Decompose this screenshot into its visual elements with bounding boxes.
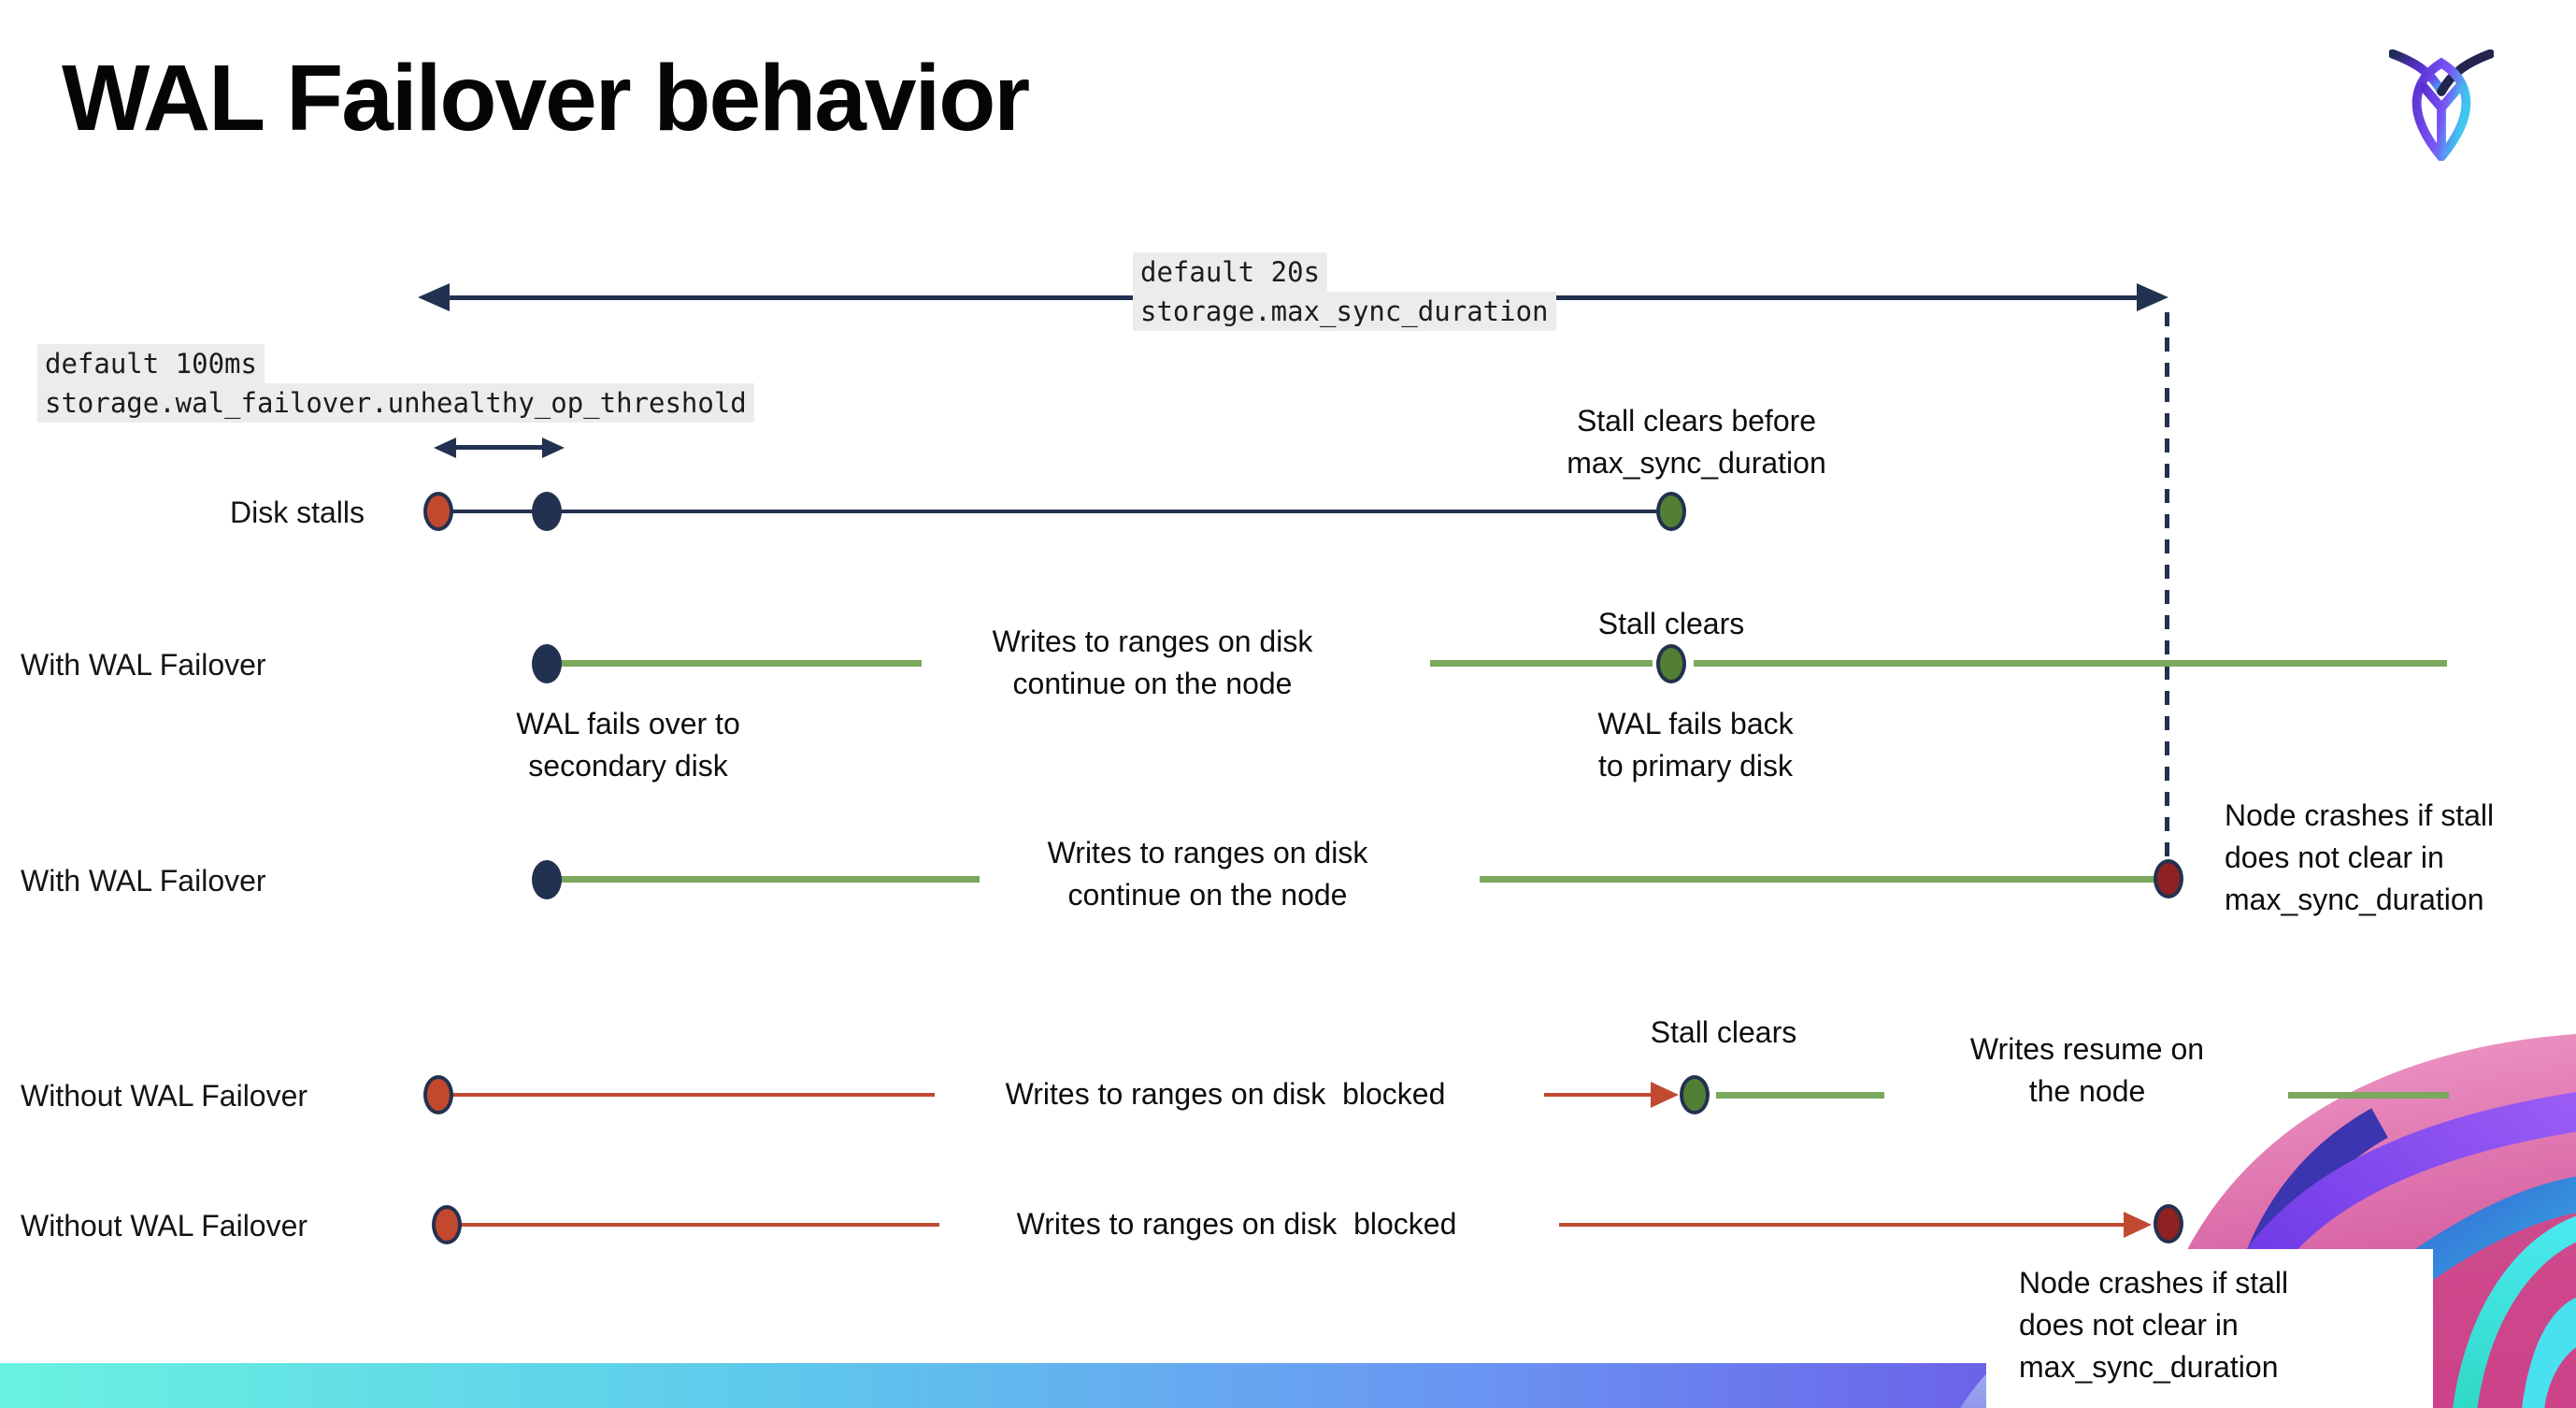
stall-clears-note-3: Stall clears [1650, 1015, 1797, 1049]
node-crash-note-1: Node crashes if stall does not clear in … [2225, 798, 2495, 916]
stall-start-dot [423, 492, 453, 531]
row-label-disk-stalls: Disk stalls [230, 496, 365, 529]
page-title: WAL Failover behavior [62, 46, 1030, 151]
stall-clears-dot [1656, 492, 1686, 531]
threshold-dot [532, 492, 562, 531]
stall-start-dot-2 [423, 1075, 453, 1114]
stall-clears-note-1: Stall clears [1597, 607, 1745, 640]
node-crash-dot-2 [2154, 1204, 2183, 1243]
small-arrowhead-right-icon [542, 438, 565, 458]
failover-note: WAL fails over to secondary disk [516, 707, 740, 783]
writes-continue-note-1: Writes to ranges on disk continue on the… [992, 625, 1313, 700]
writes-continue-note-2: Writes to ranges on disk continue on the… [1047, 836, 1368, 912]
threshold-span-line [449, 445, 550, 450]
threshold-default-chip: default 100ms [37, 344, 265, 383]
blocked-arrowhead-2-icon [2124, 1212, 2152, 1238]
stall-clears-dot-3 [1680, 1075, 1710, 1114]
writes-resume-line-a [1716, 1092, 1884, 1099]
stall-clears-before-note: Stall clears before max_sync_duration [1567, 404, 1826, 480]
max-sync-default-chip: default 20s [1133, 252, 1328, 292]
node-crash-dot-1 [2154, 859, 2183, 898]
blocked-arrow-line-1 [1544, 1093, 1654, 1097]
small-arrowhead-left-icon [434, 438, 456, 458]
writes-continue-line-1a [559, 660, 922, 667]
max-sync-setting-chip: storage.max_sync_duration [1133, 292, 1556, 331]
writes-resume-line-b [2288, 1092, 2449, 1099]
blocked-arrowhead-1-icon [1651, 1082, 1679, 1108]
writes-continue-line-1b [1430, 660, 1653, 667]
disk-stall-timeline [438, 510, 1671, 513]
row-label-without-wal-failover-2: Without WAL Failover [21, 1209, 308, 1243]
writes-blocked-note-1: Writes to ranges on disk blocked [1005, 1077, 1446, 1111]
writes-continue-line-1c [1694, 660, 2447, 667]
blocked-arrow-line-2 [1559, 1223, 2127, 1227]
writes-continue-line-2b [1480, 876, 2156, 883]
failover-dot-2 [532, 860, 562, 899]
writes-blocked-line-1 [451, 1093, 935, 1097]
stall-clears-dot-2 [1656, 644, 1686, 683]
deadline-dashed-connector [2165, 312, 2169, 866]
writes-blocked-line-2 [460, 1223, 939, 1227]
arrowhead-left-icon [418, 283, 450, 311]
stall-start-dot-3 [432, 1205, 462, 1244]
threshold-setting-chip: storage.wal_failover.unhealthy_op_thresh… [37, 383, 754, 423]
writes-resume-note: Writes resume on the node [1969, 1032, 2205, 1108]
node-crash-callout-box [1986, 1249, 2433, 1408]
writes-continue-line-2a [561, 876, 980, 883]
row-label-without-wal-failover-1: Without WAL Failover [21, 1079, 308, 1113]
failover-dot [532, 644, 562, 683]
row-label-with-wal-failover-1: With WAL Failover [21, 648, 266, 682]
writes-blocked-note-2: Writes to ranges on disk blocked [1016, 1207, 1457, 1241]
cockroachdb-logo-icon [2389, 49, 2494, 161]
failback-note: WAL fails back to primary disk [1597, 707, 1794, 783]
node-crash-note-2: Node crashes if stall does not clear in … [2019, 1266, 2289, 1384]
arrowhead-right-icon [2137, 283, 2168, 311]
row-label-with-wal-failover-2: With WAL Failover [21, 864, 266, 898]
